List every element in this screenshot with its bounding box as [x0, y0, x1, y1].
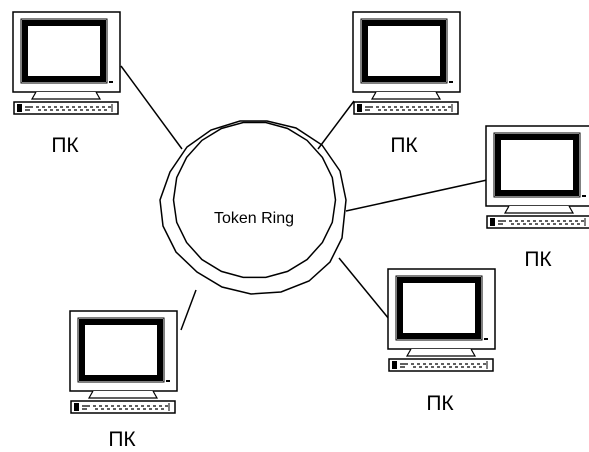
link-bottom-left [180, 289, 197, 331]
link-right [345, 179, 488, 212]
pc-label: ПК [390, 134, 418, 157]
computer-icon [388, 269, 495, 371]
pc-bottom-right: ПК [388, 269, 495, 415]
pc-label: ПК [524, 248, 552, 271]
ring-label: Token Ring [214, 210, 294, 227]
computer-icon [486, 126, 589, 228]
token-ring [172, 121, 337, 279]
computer-icon [70, 311, 177, 413]
computer-icon [353, 12, 460, 114]
link-top-right [317, 100, 355, 150]
link-top-left [120, 65, 183, 150]
pc-label: ПК [51, 134, 79, 157]
link-bottom-right [338, 257, 390, 320]
links [120, 65, 488, 331]
pc-label: ПК [108, 428, 136, 451]
pc-top-left: ПК [13, 12, 120, 157]
pc-right: ПК [486, 126, 589, 271]
pc-label: ПК [426, 392, 454, 415]
pc-bottom-left: ПК [70, 311, 177, 451]
computer-icon [13, 12, 120, 114]
pc-top-right: ПК [353, 12, 460, 157]
